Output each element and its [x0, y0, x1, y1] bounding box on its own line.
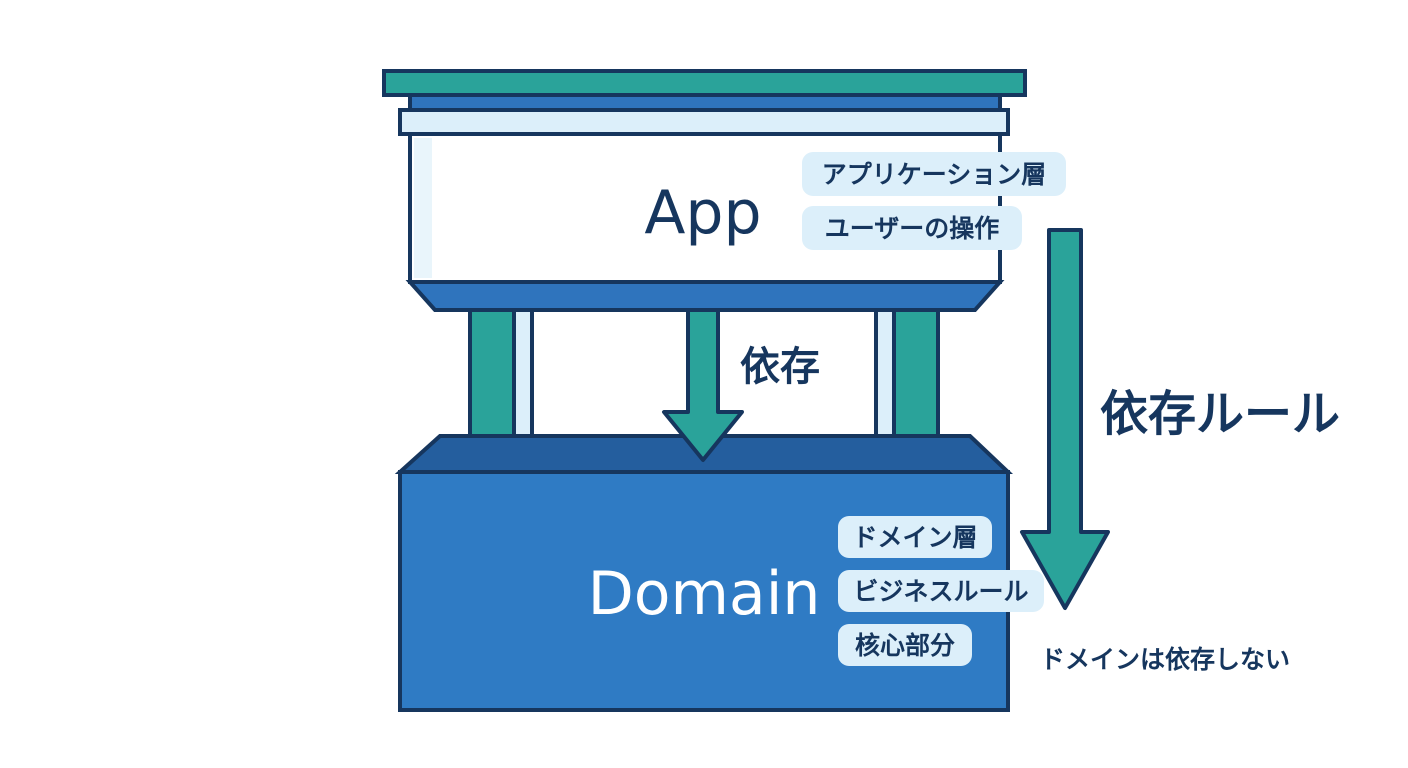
- domain-tag-core-part-text: 核心部分: [855, 631, 955, 660]
- domain-layer-title: Domain: [588, 559, 821, 629]
- domain-tag-domain-layer-text: ドメイン層: [852, 523, 977, 552]
- dependency-rule-note: ドメインは依存しない: [1040, 645, 1290, 674]
- domain-tag-core-part: 核心部分: [838, 624, 972, 666]
- dependency-rule-arrow: 依存ルール ドメインは依存しない: [1020, 228, 1340, 674]
- left-pillar: [468, 308, 534, 456]
- app-roof-light-band: [398, 108, 1010, 136]
- domain-tag-domain-layer: ドメイン層: [838, 516, 992, 558]
- dependency-rule-arrow-shape: [1020, 228, 1110, 610]
- domain-layer: Domain ドメイン層 ビジネスルール 核心部分: [394, 434, 1044, 712]
- app-tag-user-operation-text: ユーザーの操作: [825, 214, 1000, 243]
- app-layer-title: App: [644, 178, 761, 248]
- dependency-arrow-shape: [662, 308, 744, 462]
- app-layer-inner-shade: [414, 138, 432, 278]
- dependency-rule-title: 依存ルール: [1100, 386, 1340, 442]
- dependency-label: 依存: [740, 344, 820, 390]
- app-tag-application-layer-text: アプリケーション層: [822, 160, 1047, 189]
- right-pillar: [874, 308, 940, 456]
- app-layer: App アプリケーション層 ユーザーの操作: [382, 69, 1066, 312]
- app-roof-top: [382, 69, 1027, 97]
- domain-tag-business-rules: ビジネスルール: [838, 570, 1044, 612]
- domain-tag-business-rules-text: ビジネスルール: [853, 577, 1028, 606]
- pillars: [468, 308, 940, 456]
- app-roof-band: [408, 93, 1002, 112]
- app-tag-application-layer: アプリケーション層: [802, 152, 1066, 196]
- app-layer-base: [405, 280, 1005, 312]
- app-tag-user-operation: ユーザーの操作: [802, 206, 1022, 250]
- dependency-arrow: 依存: [662, 308, 820, 462]
